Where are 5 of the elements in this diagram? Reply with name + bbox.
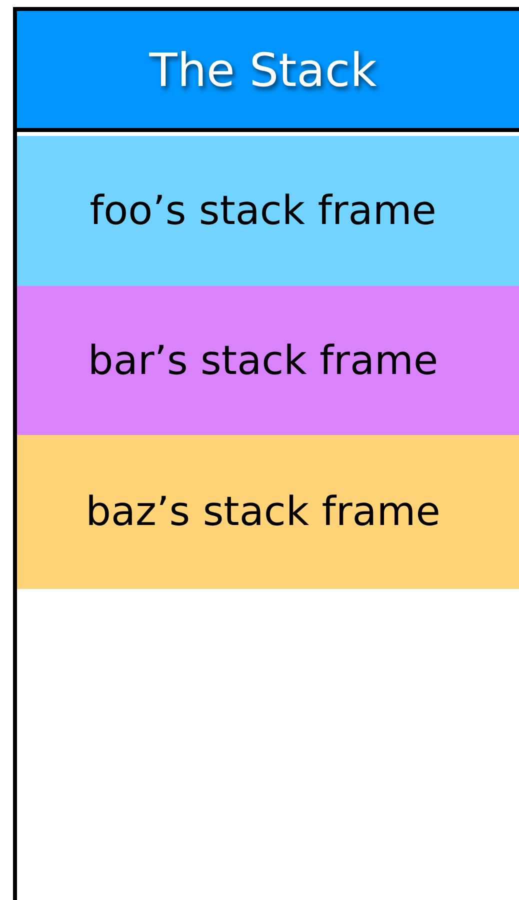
stack-container: [13, 7, 519, 900]
stack-frame: baz’s stack frame: [17, 435, 519, 589]
stack-title: The Stack: [17, 11, 519, 132]
stack-frame: foo’s stack frame: [17, 136, 519, 286]
stack-frame: bar’s stack frame: [17, 286, 519, 435]
